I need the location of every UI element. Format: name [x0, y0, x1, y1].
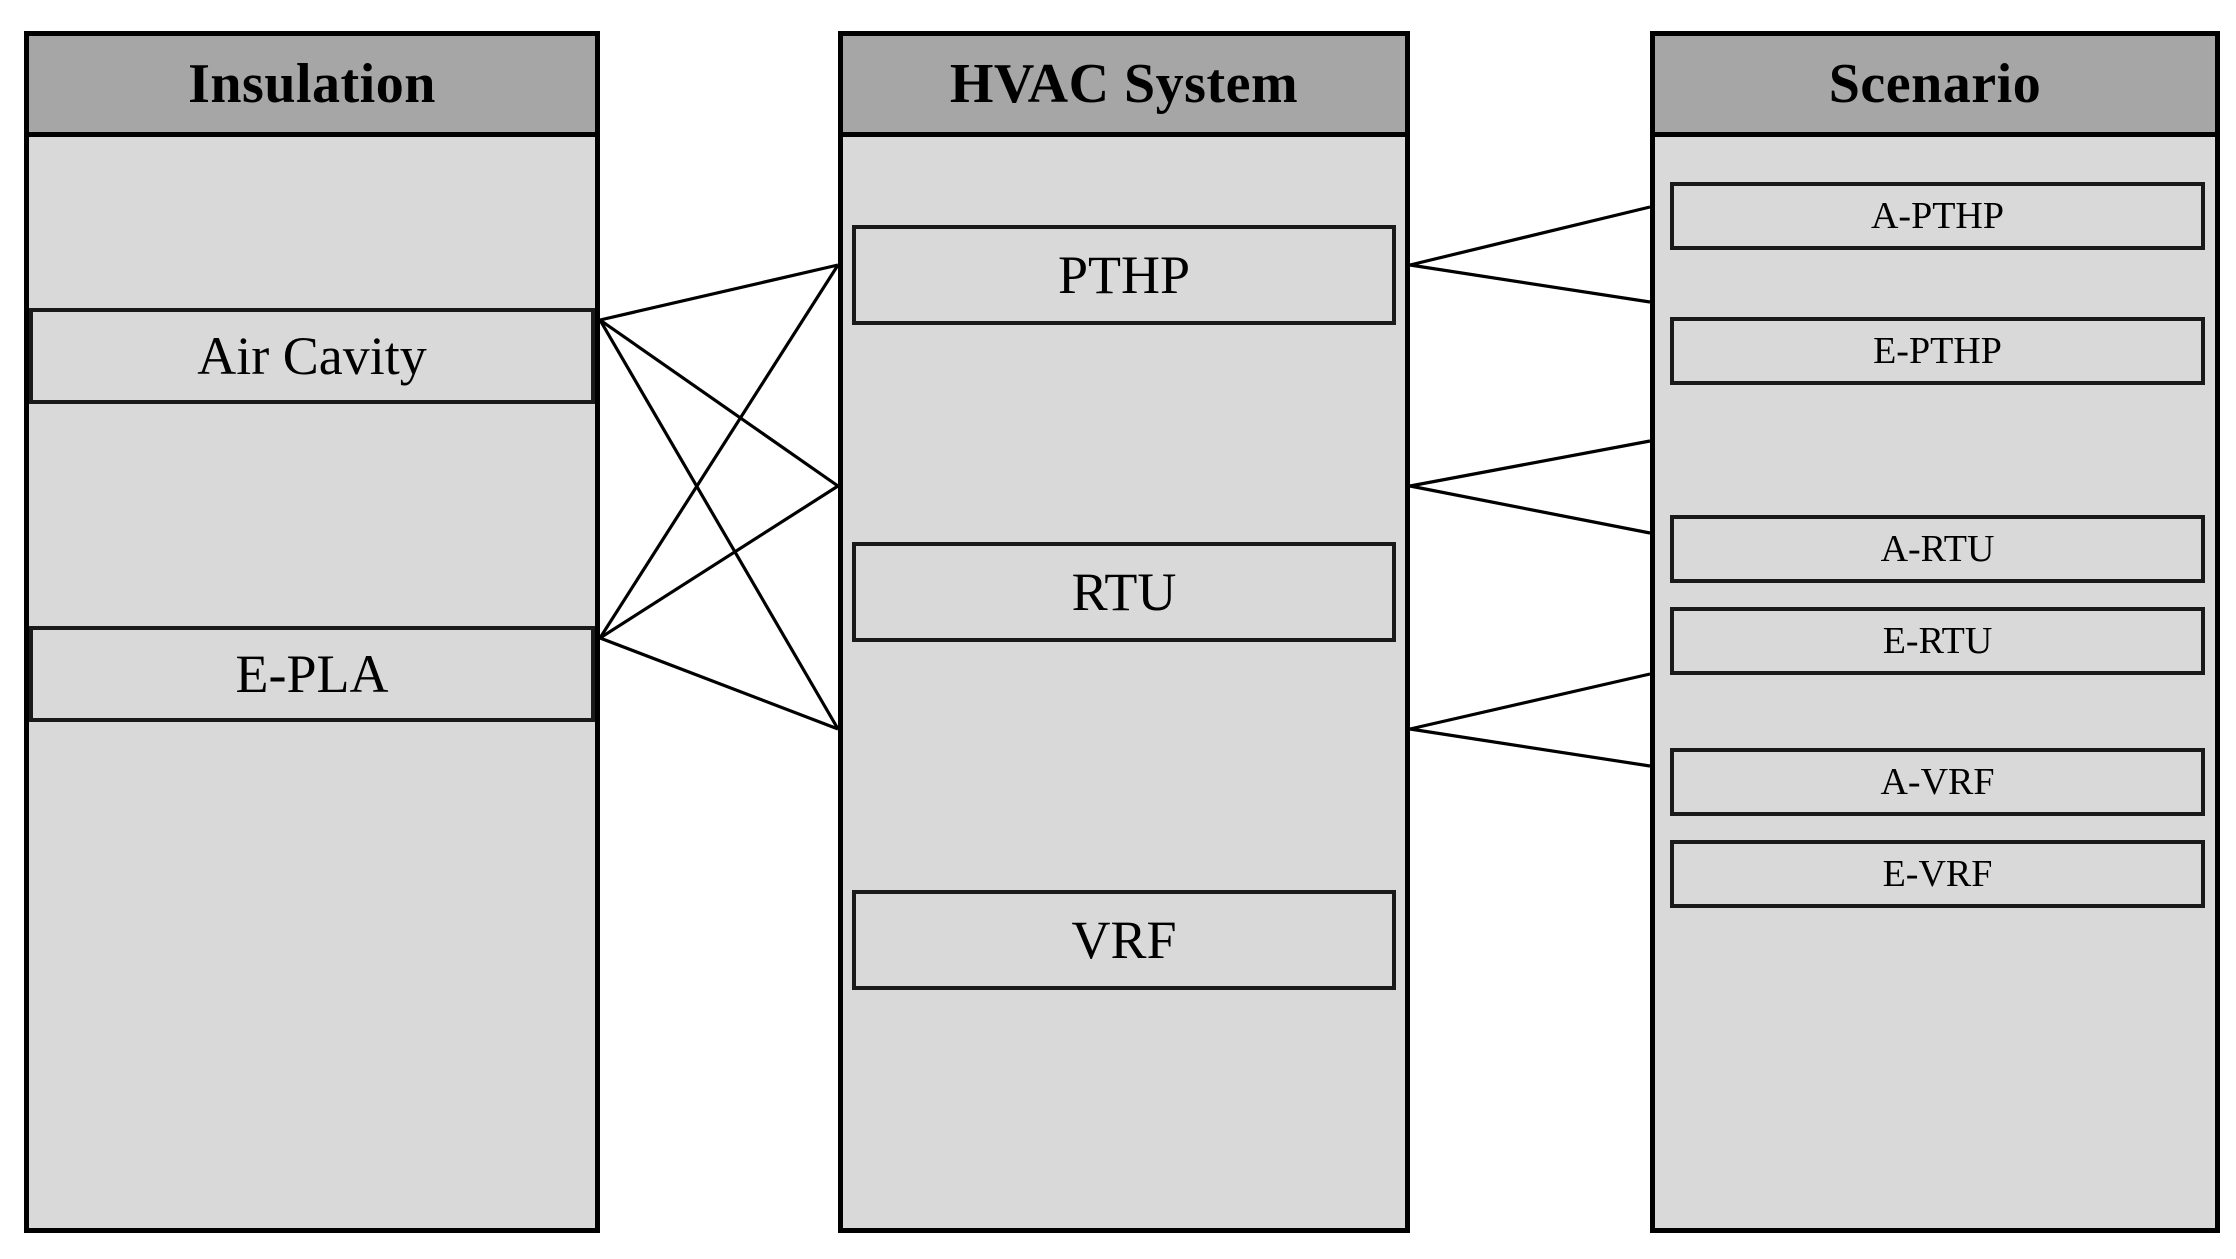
node-e-rtu[interactable]: E-RTU — [1670, 607, 2205, 675]
node-label: Air Cavity — [197, 326, 427, 386]
node-label: A-VRF — [1880, 761, 1995, 803]
node-label: E-VRF — [1882, 853, 1993, 895]
column-body-insulation: Air Cavity E-PLA — [29, 137, 595, 1228]
connector-vrf-e-vrf — [1409, 727, 1651, 768]
column-header-insulation: Insulation — [29, 36, 595, 137]
connector-air-cavity-rtu — [599, 318, 839, 488]
connector-e-pla-rtu — [599, 484, 839, 640]
connector-rtu-e-rtu — [1409, 484, 1651, 535]
connector-air-cavity-pthp — [599, 263, 839, 322]
column-header-hvac-system: HVAC System — [843, 36, 1405, 137]
node-rtu[interactable]: RTU — [852, 542, 1396, 642]
node-a-vrf[interactable]: A-VRF — [1670, 748, 2205, 816]
column-scenario: Scenario A-PTHP E-PTHP A-RTU E-RTU A-VRF… — [1650, 31, 2220, 1233]
node-e-vrf[interactable]: E-VRF — [1670, 840, 2205, 908]
connector-pthp-a-pthp — [1409, 205, 1651, 267]
node-label: PTHP — [1057, 245, 1191, 305]
connector-e-pla-vrf — [599, 636, 839, 731]
connector-vrf-a-vrf — [1409, 672, 1651, 731]
node-label: E-PLA — [235, 644, 389, 704]
node-label: E-PTHP — [1873, 330, 2002, 372]
node-label: A-RTU — [1880, 528, 1995, 570]
node-label: E-RTU — [1882, 620, 1993, 662]
connector-pthp-e-pthp — [1409, 263, 1651, 304]
column-hvac-system: HVAC System PTHP RTU VRF — [838, 31, 1410, 1233]
node-vrf[interactable]: VRF — [852, 890, 1396, 990]
node-label: A-PTHP — [1870, 195, 2005, 237]
node-label: RTU — [1071, 562, 1177, 622]
node-air-cavity[interactable]: Air Cavity — [29, 308, 595, 404]
connector-air-cavity-vrf — [598, 319, 840, 730]
node-e-pla[interactable]: E-PLA — [29, 626, 595, 722]
column-header-scenario: Scenario — [1655, 36, 2215, 137]
connector-rtu-a-rtu — [1409, 439, 1651, 488]
node-label: VRF — [1071, 910, 1177, 970]
connector-e-pla-pthp — [598, 264, 840, 639]
column-body-scenario: A-PTHP E-PTHP A-RTU E-RTU A-VRF E-VRF — [1655, 137, 2215, 1228]
node-a-pthp[interactable]: A-PTHP — [1670, 182, 2205, 250]
node-e-pthp[interactable]: E-PTHP — [1670, 317, 2205, 385]
column-insulation: Insulation Air Cavity E-PLA — [24, 31, 600, 1233]
node-pthp[interactable]: PTHP — [852, 225, 1396, 325]
node-a-rtu[interactable]: A-RTU — [1670, 515, 2205, 583]
column-body-hvac-system: PTHP RTU VRF — [843, 137, 1405, 1228]
